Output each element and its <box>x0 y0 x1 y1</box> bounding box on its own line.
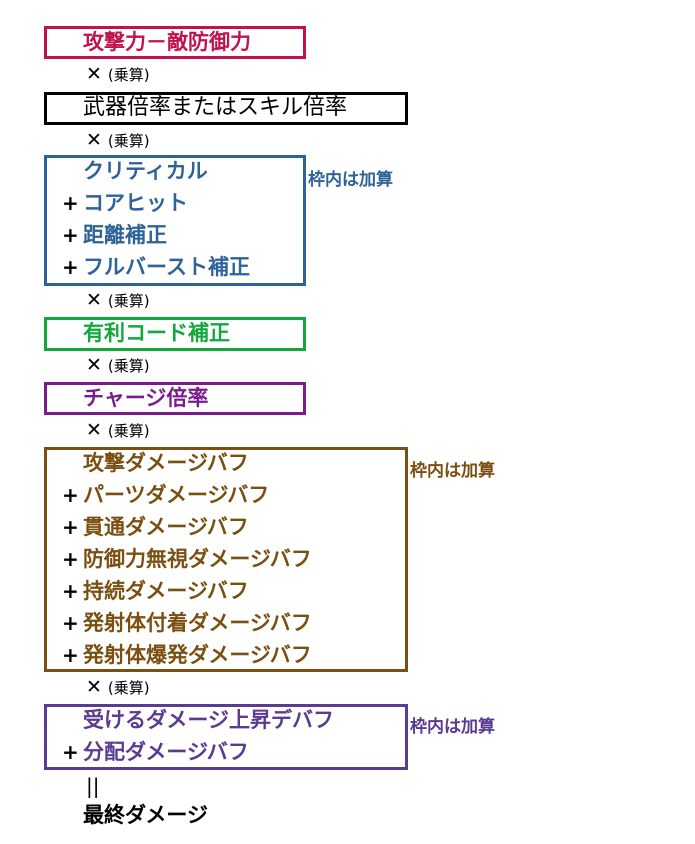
box1-item: 攻撃力－敵防御力 <box>83 30 251 54</box>
multiply-row: ✕ (乗算) <box>86 130 150 151</box>
box6-item: パーツダメージバフ <box>83 483 270 507</box>
box7-item: 分配ダメージバフ <box>83 740 249 764</box>
multiply-icon: ✕ <box>86 63 102 85</box>
plus-sign: + <box>62 483 79 507</box>
multiply-label: (乗算) <box>107 132 150 150</box>
final-damage: 最終ダメージ <box>83 803 208 827</box>
multiply-icon: ✕ <box>86 354 102 376</box>
multiply-icon: ✕ <box>86 129 102 151</box>
multiply-label: (乗算) <box>107 679 150 697</box>
box5-item: チャージ倍率 <box>83 386 209 410</box>
sum-note: 枠内は加算 <box>410 461 495 481</box>
box3-item: クリティカル <box>83 159 208 183</box>
multiply-icon: ✕ <box>86 289 102 311</box>
box4-item: 有利コード補正 <box>83 321 230 345</box>
box3-frame <box>44 155 306 286</box>
plus-sign: + <box>62 223 79 247</box>
box6-item: 持続ダメージバフ <box>83 579 249 603</box>
plus-sign: + <box>62 611 79 635</box>
multiply-row: ✕ (乗算) <box>86 420 150 441</box>
plus-sign: + <box>62 643 79 667</box>
box4-frame <box>44 317 306 351</box>
box2-item: 武器倍率またはスキル倍率 <box>83 95 348 120</box>
plus-sign: + <box>62 191 79 215</box>
box3-item: コアヒット <box>83 191 188 215</box>
box6-item: 防御力無視ダメージバフ <box>83 547 312 571</box>
multiply-row: ✕ (乗算) <box>86 290 150 311</box>
plus-sign: + <box>62 579 79 603</box>
box5-frame <box>44 382 306 415</box>
plus-sign: + <box>62 515 79 539</box>
box7-item: 受けるダメージ上昇デバフ <box>83 708 334 732</box>
box6-item: 発射体爆発ダメージバフ <box>83 643 312 667</box>
multiply-row: ✕ (乗算) <box>86 355 150 376</box>
multiply-label: (乗算) <box>107 292 150 310</box>
multiply-row: ✕ (乗算) <box>86 677 150 698</box>
sum-note: 枠内は加算 <box>410 717 495 737</box>
plus-sign: + <box>62 255 79 279</box>
plus-sign: + <box>62 740 79 764</box>
multiply-label: (乗算) <box>107 66 150 84</box>
box6-item: 発射体付着ダメージバフ <box>83 611 312 635</box>
multiply-label: (乗算) <box>107 357 150 375</box>
box2-frame <box>44 92 408 125</box>
box6-item: 貫通ダメージバフ <box>83 515 249 539</box>
box6-frame <box>44 447 408 672</box>
sum-note: 枠内は加算 <box>308 170 393 190</box>
multiply-icon: ✕ <box>86 419 102 441</box>
equals-sign: || <box>86 774 100 798</box>
box6-item: 攻撃ダメージバフ <box>83 451 249 475</box>
multiply-label: (乗算) <box>107 422 150 440</box>
multiply-icon: ✕ <box>86 676 102 698</box>
box1-frame <box>44 26 306 59</box>
box3-item: フルバースト補正 <box>83 255 250 279</box>
box3-item: 距離補正 <box>83 223 167 247</box>
multiply-row: ✕ (乗算) <box>86 64 150 85</box>
box7-frame <box>44 704 408 770</box>
plus-sign: + <box>62 547 79 571</box>
